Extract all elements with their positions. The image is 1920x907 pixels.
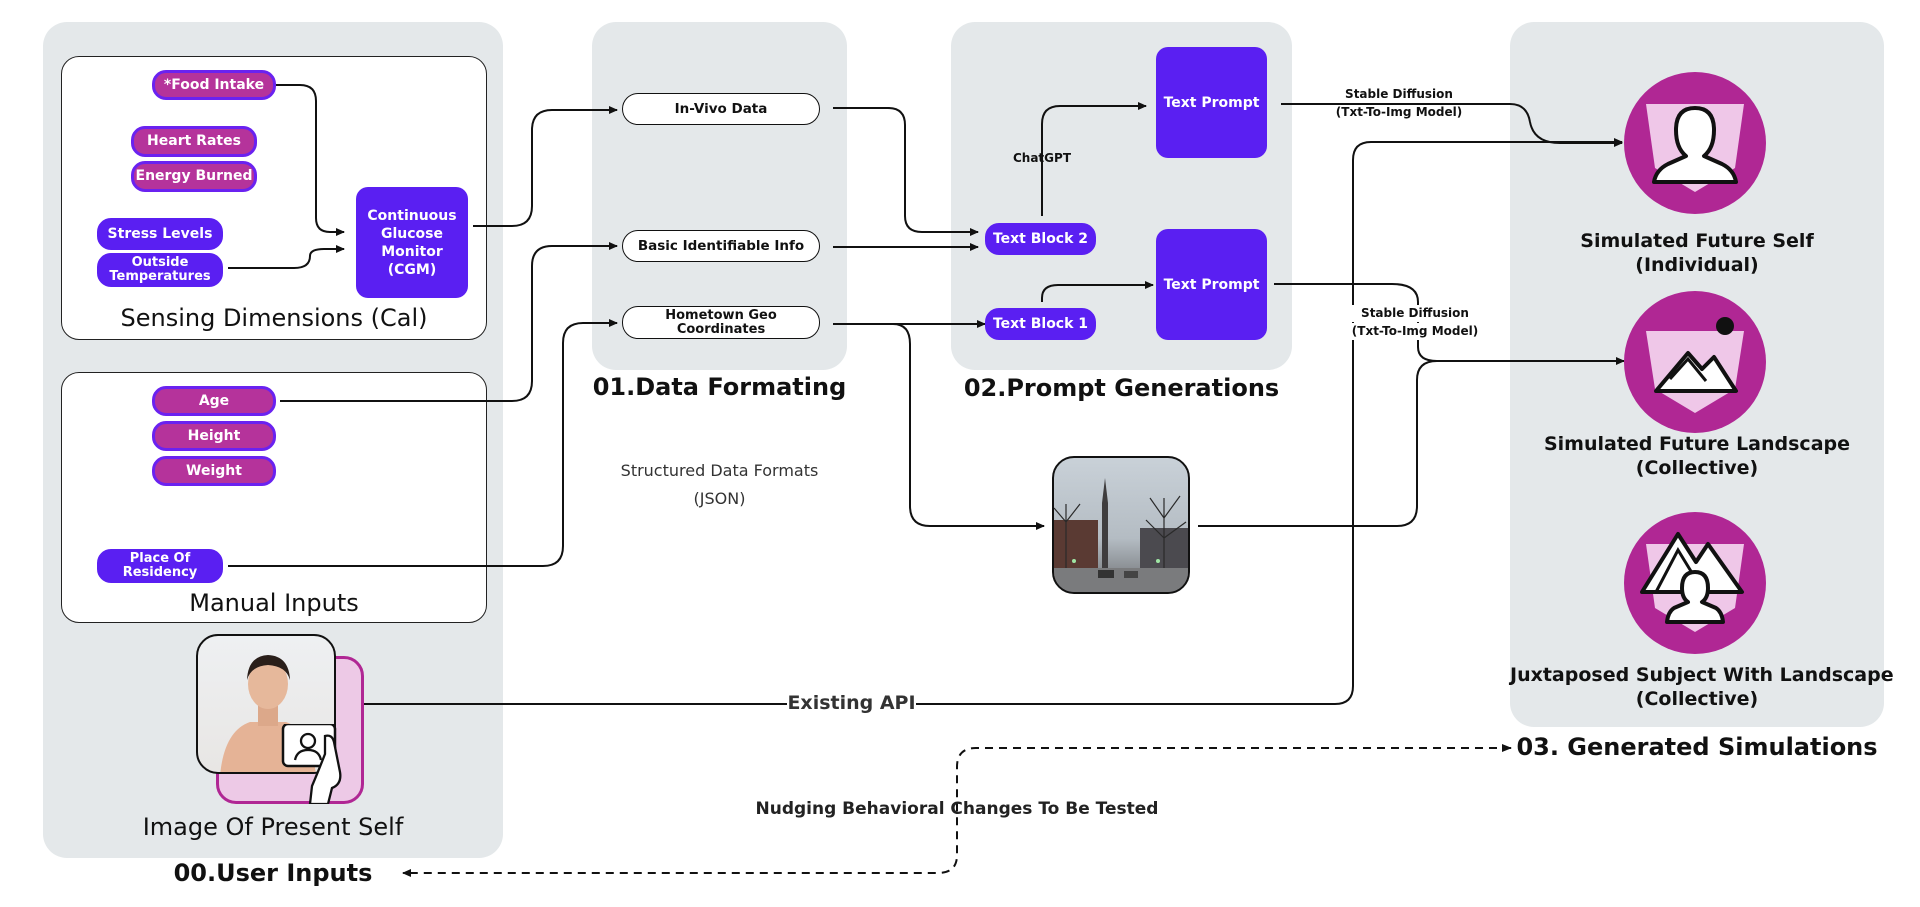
person-icon [1646,104,1744,192]
text-prompt-bottom-box[interactable]: Text Prompt [1156,229,1267,340]
generated-simulations-heading: 03. Generated Simulations [1516,733,1878,761]
simulated-future-self-circle[interactable] [1624,72,1766,214]
energy-burned-pill[interactable]: Energy Burned [131,161,257,192]
landscape-label-2: (Collective) [1635,457,1759,479]
hometown-geo-coordinates-pill[interactable]: Hometown Geo Coordinates [622,306,820,339]
hometown-street-photo[interactable] [1052,456,1190,594]
sd-bottom-label-2: (Txt-To-Img Model) [1340,323,1490,340]
user-inputs-heading: 00.User Inputs [173,859,373,887]
structured-data-label-2: (JSON) [693,489,746,508]
landscape-label-1: Simulated Future Landscape [1543,433,1850,455]
stress-levels-pill[interactable]: Stress Levels [97,218,223,250]
juxtaposed-label-1: Juxtaposed Subject With Landscape [1510,664,1894,686]
basic-identifiable-info-pill[interactable]: Basic Identifiable Info [622,230,820,262]
juxtaposed-subject-circle[interactable] [1624,512,1766,654]
cgm-box[interactable]: Continuous Glucose Monitor (CGM) [356,187,468,298]
present-self-label: Image Of Present Self [142,813,404,841]
landscape-person-icon [1640,532,1744,632]
food-intake-pill[interactable]: *Food Intake [152,70,276,100]
place-of-residency-pill[interactable]: Place Of Residency [97,549,223,583]
juxtaposed-label-2: (Collective) [1635,688,1759,710]
mountain-icon [1646,317,1744,413]
manual-inputs-title: Manual Inputs [189,589,359,617]
phone-hand-icon [280,722,360,806]
sd-top-label-1: Stable Diffusion [1345,87,1453,101]
data-formating-heading: 01.Data Formating [592,373,847,401]
text-block-2-pill[interactable]: Text Block 2 [985,223,1096,255]
sensing-dimensions-title: Sensing Dimensions (Cal) [120,304,428,332]
nudging-label: Nudging Behavioral Changes To Be Tested [755,799,1159,819]
individual-label-1: Simulated Future Self [1580,230,1814,252]
sd-top-label-2: (Txt-To-Img Model) [1335,105,1463,119]
sd-bottom-label-1: Stable Diffusion [1340,305,1490,322]
in-vivo-data-pill[interactable]: In-Vivo Data [622,93,820,125]
text-block-1-pill[interactable]: Text Block 1 [985,308,1096,340]
chatgpt-label: ChatGPT [1012,151,1071,165]
age-pill[interactable]: Age [152,386,276,416]
height-pill[interactable]: Height [152,421,276,451]
simulated-future-landscape-circle[interactable] [1624,291,1766,433]
prompt-generations-heading: 02.Prompt Generations [963,374,1280,402]
street-scene-graphic [1054,478,1188,592]
outside-temperatures-pill[interactable]: Outside Temperatures [97,253,223,287]
individual-label-2: (Individual) [1635,254,1759,276]
text-prompt-top-box[interactable]: Text Prompt [1156,47,1267,158]
structured-data-label-1: Structured Data Formats [620,461,819,480]
heart-rates-pill[interactable]: Heart Rates [131,126,257,157]
weight-pill[interactable]: Weight [152,456,276,486]
existing-api-label: Existing API [787,692,916,714]
